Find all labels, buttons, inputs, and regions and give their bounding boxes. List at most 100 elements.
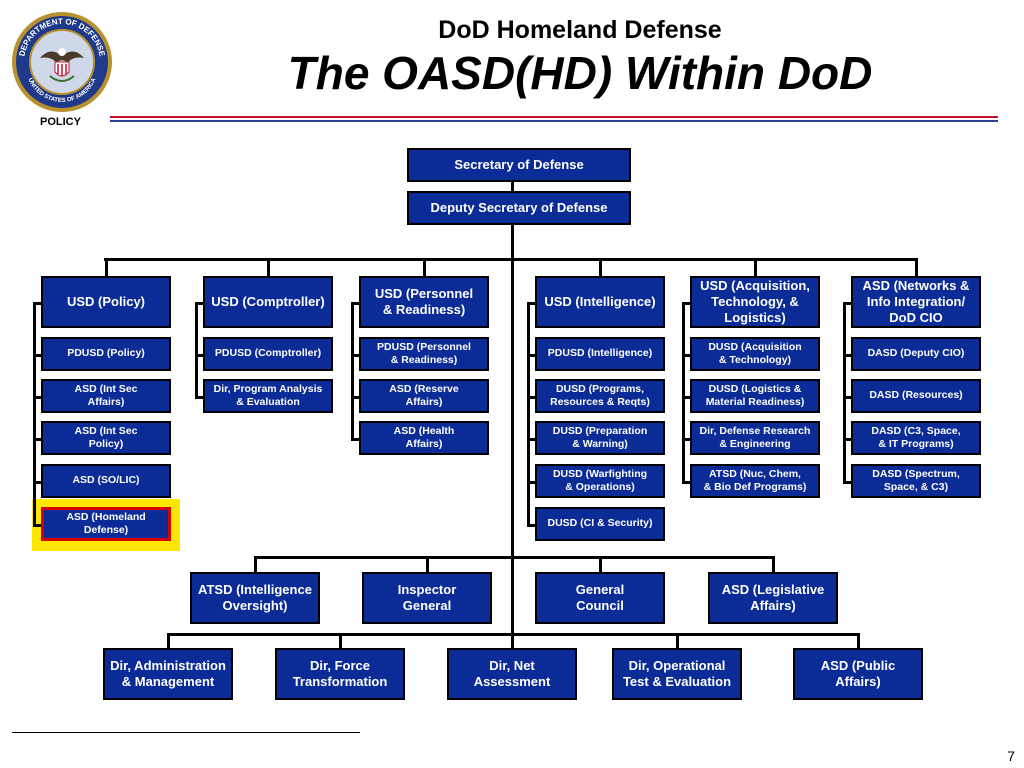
box-col-3-item-1: DUSD (Programs, Resources & Reqts) [535, 379, 665, 413]
connector-main-trunk [511, 225, 514, 645]
box-row3-4: ASD (Public Affairs) [793, 648, 923, 700]
box-col-5-item-3: DASD (Spectrum, Space, & C3) [851, 464, 981, 498]
connector-col-4-item-3-tick [682, 481, 690, 484]
box-col-0-item-1: ASD (Int Sec Affairs) [41, 379, 171, 413]
connector-col-2-item-1-tick [351, 396, 359, 399]
connector-col-2-spine [351, 302, 354, 440]
connector-col-1-head-tick [195, 302, 203, 305]
box-col-0-item-2: ASD (Int Sec Policy) [41, 421, 171, 455]
box-col-2-item-0: PDUSD (Personnel & Readiness) [359, 337, 489, 371]
box-col-5-item-1: DASD (Resources) [851, 379, 981, 413]
box-col-3-item-2: DUSD (Preparation & Warning) [535, 421, 665, 455]
connector-col-4-item-2-tick [682, 438, 690, 441]
connector-col-1-spine [195, 302, 198, 398]
connector-row2-bus [255, 556, 773, 559]
connector-col-0-item-4-tick [33, 524, 41, 527]
footnote-rule [12, 732, 360, 733]
box-col-0-head: USD (Policy) [41, 276, 171, 328]
page-number: 7 [1007, 748, 1015, 764]
box-col-3-item-3: DUSD (Warfighting & Operations) [535, 464, 665, 498]
box-col-4-item-2: Dir, Defense Research & Engineering [690, 421, 820, 455]
connector-col-2-drop [423, 258, 426, 276]
box-row3-2: Dir, Net Assessment [447, 648, 577, 700]
slide-subtitle: The OASD(HD) Within DoD [287, 47, 873, 99]
box-col-0-item-0: PDUSD (Policy) [41, 337, 171, 371]
policy-label: POLICY [40, 116, 81, 128]
box-row3-0: Dir, Administration & Management [103, 648, 233, 700]
connector-col-1-item-1-tick [195, 396, 203, 399]
connector-col-5-item-3-tick [843, 481, 851, 484]
dod-seal-logo: DEPARTMENT OF DEFENSE UNITED STATES OF A… [12, 12, 112, 112]
connector-col-5-drop [915, 258, 918, 276]
connector-col-0-drop [105, 258, 108, 276]
box-deputy-secretary-of-defense: Deputy Secretary of Defense [407, 191, 631, 225]
box-secretary-of-defense: Secretary of Defense [407, 148, 631, 182]
connector-col-0-item-0-tick [33, 354, 41, 357]
header-rule-red [110, 116, 998, 118]
eagle-icon [40, 48, 84, 82]
box-col-2-item-2: ASD (Health Affairs) [359, 421, 489, 455]
box-col-3-head: USD (Intelligence) [535, 276, 665, 328]
box-col-2-item-1: ASD (Reserve Affairs) [359, 379, 489, 413]
connector-col-2-item-0-tick [351, 354, 359, 357]
connector-row3-drop-1 [339, 633, 342, 648]
box-col-5-item-2: DASD (C3, Space, & IT Programs) [851, 421, 981, 455]
connector-row2-drop-2 [599, 556, 602, 572]
connector-row3-drop-3 [676, 633, 679, 648]
box-col-1-item-0: PDUSD (Comptroller) [203, 337, 333, 371]
connector-col-3-item-4-tick [527, 524, 535, 527]
connector-col-5-item-2-tick [843, 438, 851, 441]
box-asd-homeland-defense: ASD (Homeland Defense) [41, 507, 171, 541]
box-row2-2: General Council [535, 572, 665, 624]
box-row3-3: Dir, Operational Test & Evaluation [612, 648, 742, 700]
box-col-4-item-0: DUSD (Acquisition & Technology) [690, 337, 820, 371]
connector-col-5-item-0-tick [843, 354, 851, 357]
connector-row2-drop-3 [772, 556, 775, 572]
connector-col-3-item-1-tick [527, 396, 535, 399]
connector-col-3-spine [527, 302, 530, 526]
connector-col-0-head-tick [33, 302, 41, 305]
connector-usd-bus [104, 258, 918, 261]
connector-col-1-item-0-tick [195, 354, 203, 357]
connector-row2-drop-0 [254, 556, 257, 572]
slide-title: DoD Homeland Defense [438, 16, 722, 44]
connector-col-5-item-1-tick [843, 396, 851, 399]
box-col-3-item-4: DUSD (CI & Security) [535, 507, 665, 541]
connector-col-4-drop [754, 258, 757, 276]
connector-col-4-item-1-tick [682, 396, 690, 399]
box-col-5-head: ASD (Networks & Info Integration/ DoD CI… [851, 276, 981, 328]
box-row2-1: Inspector General [362, 572, 492, 624]
connector-col-3-drop [599, 258, 602, 276]
connector-col-4-head-tick [682, 302, 690, 305]
connector-col-2-item-2-tick [351, 438, 359, 441]
box-col-4-item-3: ATSD (Nuc, Chem, & Bio Def Programs) [690, 464, 820, 498]
connector-row3-drop-2 [511, 633, 514, 648]
connector-col-3-item-0-tick [527, 354, 535, 357]
connector-col-3-item-3-tick [527, 481, 535, 484]
connector-col-5-head-tick [843, 302, 851, 305]
connector-col-3-head-tick [527, 302, 535, 305]
box-col-2-head: USD (Personnel & Readiness) [359, 276, 489, 328]
connector-col-2-head-tick [351, 302, 359, 305]
connector-col-0-item-1-tick [33, 396, 41, 399]
connector-sec-deputy [511, 180, 514, 192]
box-col-4-head: USD (Acquisition, Technology, & Logistic… [690, 276, 820, 328]
connector-col-0-spine [33, 302, 36, 526]
connector-col-1-drop [267, 258, 270, 276]
connector-col-4-spine [682, 302, 685, 483]
connector-row3-drop-4 [857, 633, 860, 648]
box-col-1-item-1: Dir, Program Analysis & Evaluation [203, 379, 333, 413]
connector-row3-drop-0 [167, 633, 170, 648]
box-col-3-item-0: PDUSD (Intelligence) [535, 337, 665, 371]
connector-col-4-item-0-tick [682, 354, 690, 357]
connector-row3-bus [168, 633, 860, 636]
connector-col-5-spine [843, 302, 846, 483]
connector-col-0-item-2-tick [33, 438, 41, 441]
header-rule-blue [110, 120, 998, 122]
connector-col-0-item-3-tick [33, 481, 41, 484]
box-row3-1: Dir, Force Transformation [275, 648, 405, 700]
connector-col-3-item-2-tick [527, 438, 535, 441]
box-col-5-item-0: DASD (Deputy CIO) [851, 337, 981, 371]
box-row2-0: ATSD (Intelligence Oversight) [190, 572, 320, 624]
connector-row2-drop-1 [426, 556, 429, 572]
